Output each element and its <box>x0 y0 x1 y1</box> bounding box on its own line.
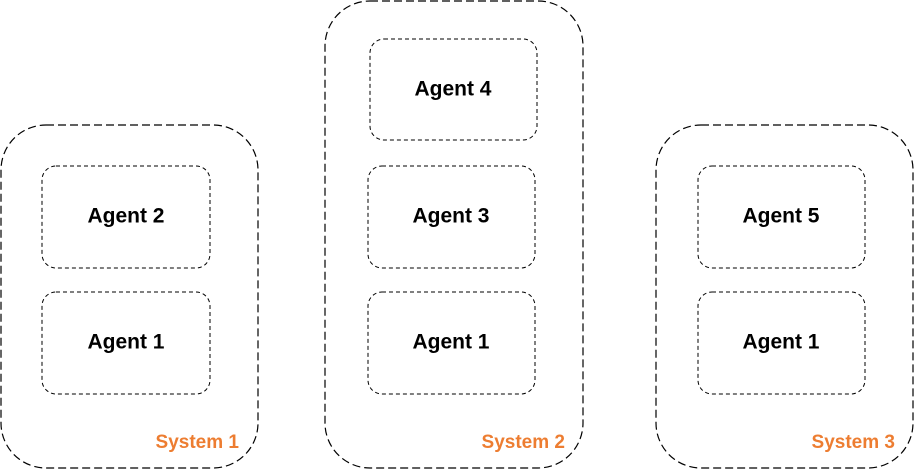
system-3: Agent 5 Agent 1 System 3 <box>655 124 914 469</box>
system-label: System 2 <box>482 432 565 453</box>
system-1-box <box>0 124 259 469</box>
agent-label: Agent 1 <box>412 331 489 354</box>
system-2: Agent 4 Agent 3 Agent 1 System 2 <box>324 0 584 469</box>
agent-box <box>369 38 538 141</box>
agent-box <box>41 165 211 269</box>
system-3-box <box>655 124 914 469</box>
agent-box <box>697 165 866 269</box>
agent-label: Agent 3 <box>412 205 489 228</box>
agent-box <box>697 291 866 395</box>
agent-label: Agent 1 <box>87 331 164 354</box>
system-1: Agent 2 Agent 1 System 1 <box>0 124 259 469</box>
agent-box <box>367 165 536 269</box>
system-2-box <box>324 0 584 469</box>
system-label: System 3 <box>812 432 895 453</box>
system-label: System 1 <box>156 432 240 453</box>
agent-box <box>41 291 211 395</box>
agent-label: Agent 1 <box>742 331 819 354</box>
agent-box <box>367 291 536 395</box>
agent-label: Agent 4 <box>414 78 491 101</box>
agent-label: Agent 2 <box>87 205 164 228</box>
agent-label: Agent 5 <box>742 205 819 228</box>
